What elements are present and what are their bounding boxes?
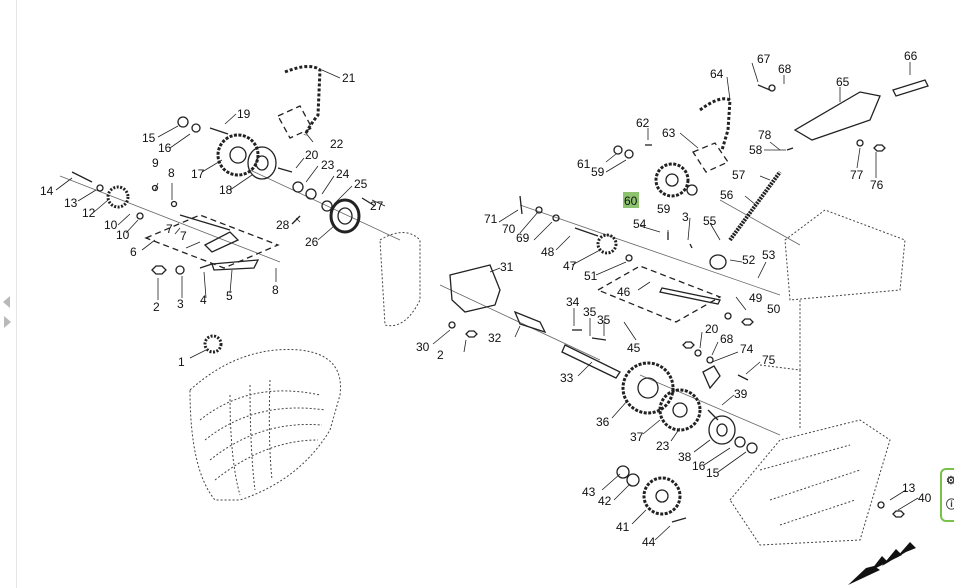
part-17[interactable]: 17 — [191, 167, 205, 181]
part-59[interactable]: 60 — [624, 194, 638, 208]
part-23-bottom[interactable]: 23 — [656, 439, 670, 453]
part-55[interactable]: 56 — [720, 188, 734, 202]
next-arrow-icon[interactable] — [4, 316, 11, 328]
part-62[interactable]: 63 — [662, 126, 676, 140]
part-1[interactable]: 1 — [178, 355, 185, 369]
part-36[interactable]: 37 — [630, 430, 644, 444]
part-54[interactable]: 55 — [703, 214, 717, 228]
part-7-a[interactable]: 7 — [166, 222, 173, 236]
part-13-right[interactable]: 13 — [902, 481, 916, 495]
part-38[interactable]: 39 — [734, 387, 748, 401]
part-41[interactable]: 42 — [598, 494, 612, 508]
part-35[interactable]: 36 — [596, 415, 610, 429]
part-2-center[interactable]: 2 — [437, 348, 444, 362]
part-13-left[interactable]: 13 — [64, 196, 78, 210]
part-20-bottom[interactable]: 20 — [705, 322, 719, 336]
part-47[interactable]: 48 — [541, 245, 555, 259]
part-64[interactable]: 65 — [836, 75, 850, 89]
part-44[interactable]: 45 — [627, 341, 641, 355]
part-58-left[interactable]: 59 — [591, 165, 605, 179]
part-67[interactable]: 68 — [778, 62, 792, 76]
previous-arrow-icon[interactable] — [3, 296, 10, 308]
part-51[interactable]: 52 — [742, 253, 756, 267]
part-8-top[interactable]: 8 — [168, 166, 175, 180]
part-68[interactable]: 68 — [720, 332, 734, 346]
part-52[interactable]: 53 — [762, 248, 776, 262]
part-49[interactable]: 50 — [767, 302, 781, 316]
part-46[interactable]: 47 — [563, 259, 577, 273]
part-21[interactable]: 21 — [342, 71, 356, 85]
part-77[interactable]: 76 — [870, 178, 884, 192]
part-2-left[interactable]: 2 — [153, 300, 160, 314]
part-14[interactable]: 14 — [40, 184, 54, 198]
part-25[interactable]: 25 — [354, 177, 368, 191]
part-6[interactable]: 6 — [130, 245, 137, 259]
info-icon[interactable]: ⓘ — [946, 499, 954, 511]
part-34-a[interactable]: 35 — [583, 305, 597, 319]
part-3-left[interactable]: 3 — [177, 297, 184, 311]
part-31[interactable]: 32 — [488, 331, 502, 345]
part-58-right[interactable]: 59 — [657, 202, 671, 216]
part-71[interactable]: 71 — [484, 212, 498, 226]
part-7-b[interactable]: 7 — [180, 229, 187, 243]
part-27[interactable]: 27 — [370, 199, 384, 213]
part-76[interactable]: 77 — [850, 168, 864, 182]
gear-icon[interactable]: ⚙ — [946, 475, 954, 487]
part-74[interactable]: 74 — [740, 342, 754, 356]
part-61[interactable]: 62 — [636, 116, 650, 130]
part-30[interactable]: 31 — [500, 260, 514, 274]
part-10-a[interactable]: 10 — [104, 218, 118, 232]
part-22[interactable]: 22 — [330, 137, 344, 151]
part-15-bottom[interactable]: 15 — [706, 466, 720, 480]
part-66[interactable]: 67 — [757, 52, 771, 66]
part-40[interactable]: 41 — [616, 520, 630, 534]
part-18[interactable]: 18 — [219, 183, 233, 197]
part-16-bottom[interactable]: 16 — [692, 459, 706, 473]
part-5[interactable]: 5 — [226, 289, 233, 303]
part-34-b[interactable]: 35 — [597, 313, 611, 327]
part-16[interactable]: 16 — [158, 141, 172, 155]
part-63[interactable]: 64 — [710, 67, 724, 81]
part-57[interactable]: 58 — [749, 143, 763, 157]
part-60[interactable]: 61 — [577, 157, 591, 171]
selected-part-highlight — [623, 192, 639, 208]
part-42[interactable]: 43 — [582, 485, 596, 499]
part-75[interactable]: 75 — [762, 353, 776, 367]
part-32[interactable]: 33 — [560, 371, 574, 385]
part-45[interactable]: 46 — [617, 285, 631, 299]
part-69[interactable]: 69 — [516, 231, 530, 245]
part-53[interactable]: 54 — [633, 217, 647, 231]
part-29[interactable]: 30 — [416, 340, 430, 354]
part-callouts: 21 22 19 15 16 17 18 20 23 24 25 27 28 2… — [40, 49, 932, 549]
part-23-top[interactable]: 23 — [321, 158, 335, 172]
part-15[interactable]: 15 — [142, 131, 156, 145]
part-28[interactable]: 28 — [276, 218, 290, 232]
part-39[interactable]: 40 — [918, 491, 932, 505]
part-20-top[interactable]: 20 — [305, 148, 319, 162]
part-4[interactable]: 4 — [200, 293, 207, 307]
part-26[interactable]: 26 — [305, 235, 319, 249]
part-50[interactable]: 51 — [584, 269, 598, 283]
part-56[interactable]: 57 — [732, 168, 746, 182]
part-19[interactable]: 19 — [237, 107, 251, 121]
part-9[interactable]: 9 — [152, 156, 159, 170]
part-33[interactable]: 34 — [566, 295, 580, 309]
part-70[interactable]: 70 — [502, 222, 516, 236]
part-43[interactable]: 44 — [642, 535, 656, 549]
part-24[interactable]: 24 — [336, 167, 350, 181]
side-widget[interactable]: ⚙ ⓘ — [940, 468, 954, 522]
part-37[interactable]: 38 — [678, 450, 692, 464]
part-65[interactable]: 66 — [904, 49, 918, 63]
gallery-edge — [0, 0, 17, 588]
part-10-b[interactable]: 10 — [116, 228, 130, 242]
part-8-bottom[interactable]: 8 — [272, 283, 279, 297]
part-78[interactable]: 78 — [758, 128, 772, 142]
part-48[interactable]: 49 — [749, 291, 763, 305]
part-12[interactable]: 12 — [82, 206, 96, 220]
part-3-right[interactable]: 3 — [682, 210, 689, 224]
